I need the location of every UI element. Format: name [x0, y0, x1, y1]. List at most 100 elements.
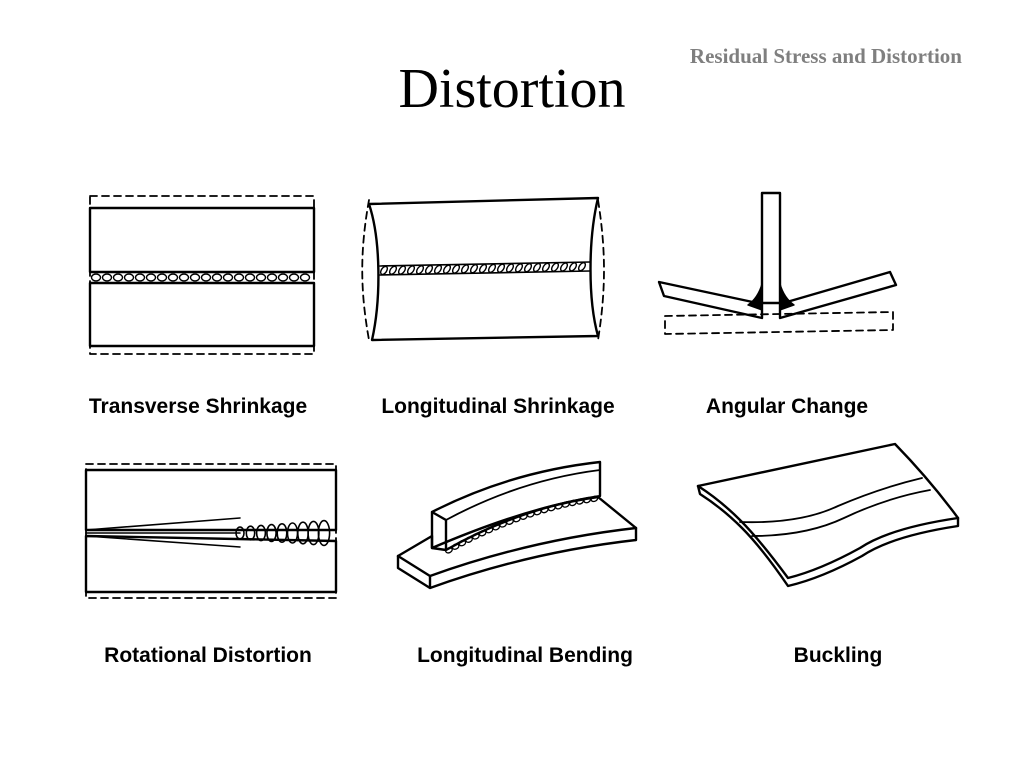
original-ends-dashed: [362, 200, 604, 340]
original-base-dashed: [665, 312, 893, 334]
weld-ripple: [487, 263, 496, 273]
weld-ripple: [213, 274, 222, 281]
weld-ripple: [442, 264, 451, 274]
weld-ripple: [388, 265, 397, 275]
caption-buckling: Buckling: [793, 644, 883, 667]
weld-ripple: [568, 262, 577, 272]
weld-ripple: [158, 274, 167, 281]
weld-ripple: [562, 501, 570, 508]
weld-ripple: [397, 265, 406, 275]
rotational-distortion-drawing: [86, 464, 336, 598]
base-plate-thickness: [398, 528, 636, 588]
caption-longitudinal-shrinkage: Longitudinal Shrinkage: [381, 395, 615, 418]
weld-ripple: [460, 264, 469, 274]
weld-ripple: [505, 263, 514, 273]
weld-seam-2: [752, 490, 930, 536]
weld-ripple: [257, 525, 266, 540]
weld-ripple: [541, 506, 549, 513]
original-outline-dashed: [90, 196, 314, 354]
angular-change-drawing: [659, 193, 896, 334]
weld-ripple: [445, 547, 453, 554]
longitudinal-bending-drawing: [398, 462, 636, 588]
weld-ripple: [576, 498, 584, 505]
weld-ripple: [136, 274, 145, 281]
upper-plate: [86, 470, 336, 530]
weld-ripple: [541, 262, 550, 272]
weld-ripple: [246, 274, 255, 281]
weld-ripple: [169, 274, 178, 281]
buckled-plate-top: [698, 444, 958, 578]
weld-ripple: [114, 274, 123, 281]
weld-bead: [90, 272, 314, 283]
weld-ripple: [433, 264, 442, 274]
weld-ripple: [496, 263, 505, 273]
longitudinal-shrinkage-drawing: [362, 198, 604, 340]
weld-ripple: [224, 274, 233, 281]
weld-ripple: [523, 263, 532, 273]
weld-ripple: [569, 499, 577, 506]
base-plate-top: [398, 497, 636, 576]
lower-plate: [90, 283, 314, 346]
weld-ripple: [479, 530, 487, 537]
weld-ripple: [583, 496, 591, 503]
buckled-plate-thickness: [698, 486, 958, 586]
slide-title: Distortion: [398, 58, 626, 120]
right-flange: [780, 272, 896, 318]
weld-ripple: [125, 274, 134, 281]
weld-ripple: [514, 263, 523, 273]
shrunk-plate: [369, 198, 598, 340]
weld-ripple: [478, 263, 487, 273]
weld-ripple: [92, 274, 101, 281]
weld-ripple: [103, 274, 112, 281]
web-top-edge: [432, 470, 600, 520]
transverse-shrinkage-drawing: [90, 196, 314, 354]
weld-ripple: [452, 543, 460, 550]
weld-ripple: [236, 527, 244, 539]
weld-ripple: [472, 533, 480, 540]
weld-ripple: [577, 261, 586, 271]
weld-ripple: [451, 264, 460, 274]
weld-ripple: [559, 262, 568, 272]
weld-line-bottom: [380, 271, 590, 275]
weld-ripple: [548, 504, 556, 511]
weld-ripple: [191, 274, 200, 281]
weld-ripple: [469, 264, 478, 274]
caption-rotational-distortion: Rotational Distortion: [104, 644, 312, 667]
caption-longitudinal-bending: Longitudinal Bending: [417, 644, 633, 667]
caption-angular-change: Angular Change: [705, 395, 869, 418]
upper-plate: [90, 208, 314, 272]
weld-ripple: [485, 527, 493, 534]
weld-ripple: [318, 521, 329, 546]
weld-ripple: [147, 274, 156, 281]
weld-ripple: [180, 274, 189, 281]
weld-ripple: [202, 274, 211, 281]
weld-ripple: [406, 265, 415, 275]
weld-ripple: [458, 540, 466, 547]
weld-ripple: [268, 274, 277, 281]
weld-ripple: [246, 526, 254, 540]
weld-ripple: [235, 274, 244, 281]
weld-ripple: [532, 262, 541, 272]
weld-ripple: [590, 495, 598, 502]
weld-ripple: [379, 265, 388, 275]
weld-ripple: [279, 274, 288, 281]
left-flange: [659, 282, 762, 318]
weld-ripple: [534, 509, 542, 516]
weld-ripple: [301, 274, 310, 281]
weld-ripple: [424, 264, 433, 274]
buckling-drawing: [698, 444, 958, 586]
weld-ripple: [555, 503, 563, 510]
weld-ripple: [465, 536, 473, 543]
weld-ripple: [415, 265, 424, 275]
caption-transverse-shrinkage: Transverse Shrinkage: [88, 395, 308, 418]
fillet-welds: [748, 284, 794, 310]
weld-seam-1: [740, 478, 922, 522]
weld-ripple: [550, 262, 559, 272]
gap-lines: [86, 518, 240, 547]
vertical-web: [762, 193, 780, 303]
weld-ripple: [290, 274, 299, 281]
weld-ripple: [257, 274, 266, 281]
header-title: Residual Stress and Distortion: [689, 44, 962, 68]
weld-ripple: [267, 525, 276, 542]
